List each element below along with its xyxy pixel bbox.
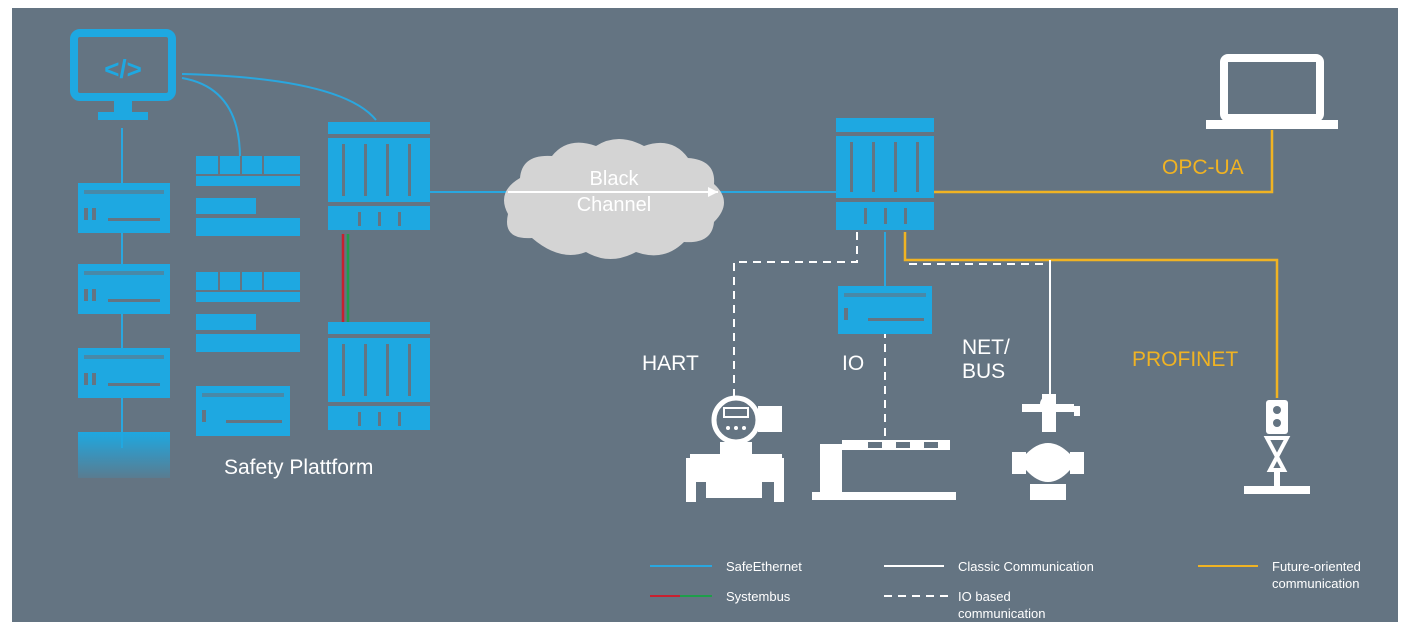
signal-tower-icon[interactable] bbox=[1244, 400, 1310, 494]
legend-swatches bbox=[650, 565, 1258, 597]
stacked-module-1[interactable] bbox=[196, 156, 300, 236]
legend-classic-label: Classic Communication bbox=[958, 559, 1094, 574]
laptop-icon[interactable] bbox=[1206, 54, 1338, 129]
netbus-line2: BUS bbox=[962, 360, 1006, 383]
legend-io-based-line1: IO based bbox=[958, 589, 1011, 604]
engineering-pc-icon[interactable]: </> bbox=[70, 29, 176, 120]
netbus-label: NET/ BUS bbox=[962, 336, 1010, 384]
io-module[interactable] bbox=[838, 286, 932, 334]
io-label: IO bbox=[842, 352, 865, 375]
legend-safeethernet-label: SafeEthernet bbox=[726, 559, 802, 574]
diagram-svg: </> bbox=[70, 29, 1338, 597]
opcua-label: OPC-UA bbox=[1162, 156, 1244, 179]
remote-controller-rack[interactable] bbox=[836, 118, 934, 230]
legend-systembus-label: Systembus bbox=[726, 589, 791, 604]
legend-io-based-label: IO based communication bbox=[958, 588, 1045, 622]
stacked-module-2[interactable] bbox=[196, 272, 300, 352]
legend-io-based-line2: communication bbox=[958, 606, 1046, 621]
small-io-module[interactable] bbox=[196, 386, 290, 436]
safety-controller-rack-bottom[interactable] bbox=[328, 322, 430, 430]
barrier-gate-icon[interactable] bbox=[812, 440, 956, 500]
flowmeter-icon[interactable] bbox=[686, 395, 784, 502]
remote-io-module-4-faded[interactable] bbox=[78, 432, 170, 478]
netbus-line1: NET/ bbox=[962, 336, 1010, 359]
safety-controller-rack-top[interactable] bbox=[328, 122, 430, 230]
code-symbol: </> bbox=[104, 54, 142, 84]
future-lines bbox=[903, 130, 1279, 398]
legend-future-line2: communication bbox=[1272, 576, 1360, 591]
middle-column-modules bbox=[196, 156, 300, 436]
profinet-label: PROFINET bbox=[1132, 348, 1239, 371]
legend-future-label: Future-oriented communication bbox=[1272, 558, 1361, 592]
remote-io-column bbox=[78, 183, 170, 478]
remote-io-module-2[interactable] bbox=[78, 264, 170, 314]
remote-io-module-3[interactable] bbox=[78, 348, 170, 398]
control-valve-icon[interactable] bbox=[1012, 394, 1084, 500]
systembus-line bbox=[341, 234, 350, 326]
black-channel-line1: Black bbox=[589, 168, 639, 190]
diagram-canvas: </> bbox=[12, 8, 1398, 622]
hart-label: HART bbox=[642, 352, 699, 375]
io-based-lines bbox=[733, 232, 1050, 438]
remote-io-module-1[interactable] bbox=[78, 183, 170, 233]
safety-platform-label: Safety Plattform bbox=[224, 456, 374, 479]
black-channel-label: Black Channel bbox=[568, 166, 660, 218]
legend-future-line1: Future-oriented bbox=[1272, 559, 1361, 574]
black-channel-line2: Channel bbox=[576, 194, 652, 216]
black-channel-cloud bbox=[504, 139, 724, 259]
